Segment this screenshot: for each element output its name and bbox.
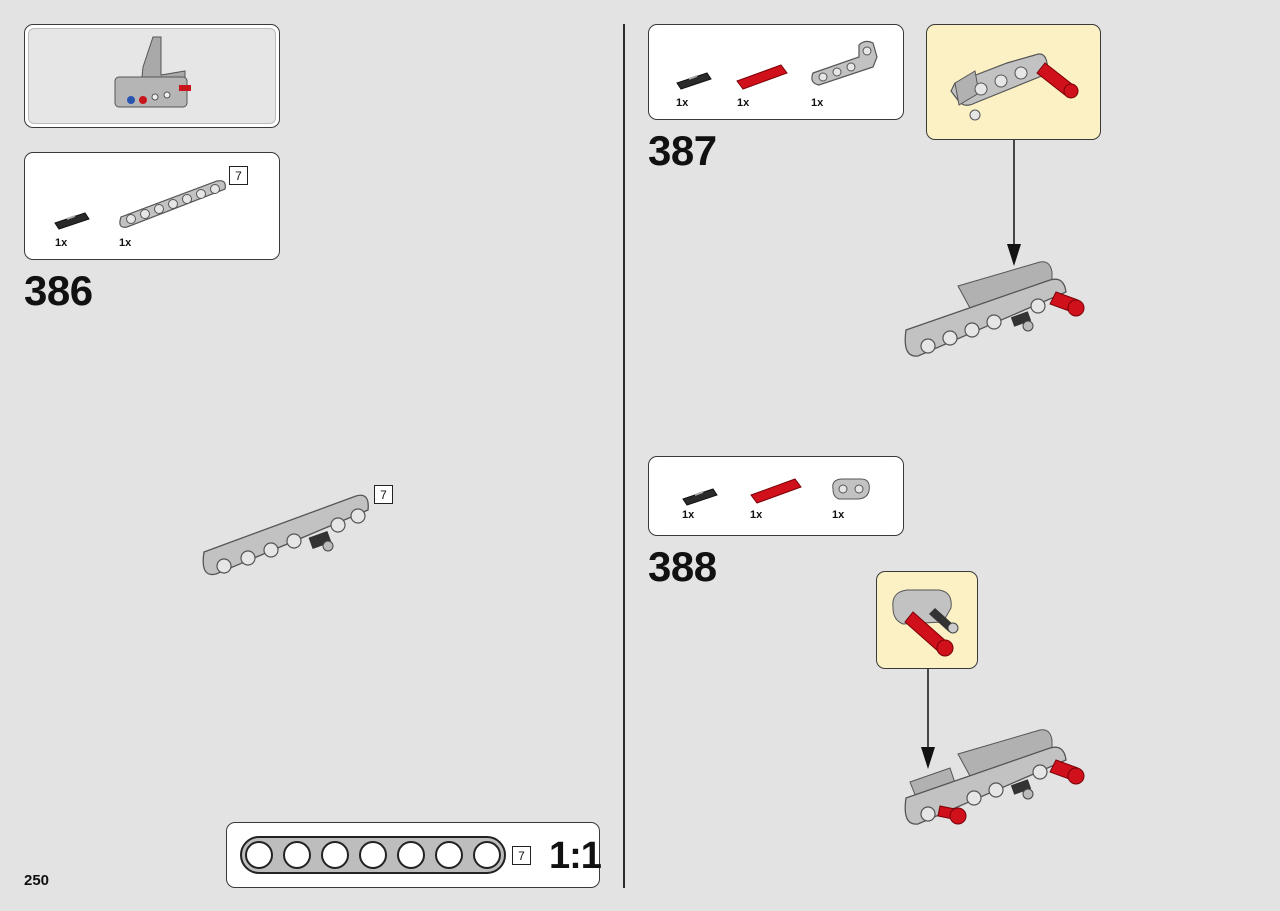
part-qty: 1x — [682, 509, 695, 521]
parts-list-386: 1x 1x 7 — [24, 152, 280, 260]
parts-list-387: 1x 1x 1x — [648, 24, 904, 120]
liftarm-assembly-386-icon — [202, 494, 369, 576]
part-qty: 1x — [832, 509, 845, 521]
step-number: 388 — [648, 543, 717, 590]
red-axle-icon — [750, 478, 802, 504]
black-axle-pin-icon — [676, 72, 712, 90]
liftarm-with-axles-icon — [892, 589, 959, 657]
step-number: 386 — [24, 267, 93, 314]
length-indicator: 7 — [374, 485, 393, 504]
subassembly-callout-388 — [876, 571, 978, 669]
scale-ruler-box: 7 1:1 — [226, 822, 602, 888]
attach-arrow-388 — [921, 669, 935, 769]
part-qty: 1x — [811, 97, 824, 109]
subassembly-callout-387 — [926, 24, 1101, 140]
scale-label: 1:1 — [549, 835, 602, 877]
liftarm-7-ruler-icon — [240, 836, 506, 874]
step-number: 387 — [648, 127, 717, 174]
black-axle-pin-icon — [682, 488, 718, 506]
part-qty: 1x — [119, 237, 132, 249]
red-axle-icon — [736, 64, 788, 90]
black-axle-pin-icon — [54, 212, 90, 230]
page-divider — [623, 24, 625, 888]
part-qty: 1x — [750, 509, 763, 521]
submodel-preview-box — [24, 24, 280, 128]
assembly-387-icon — [904, 261, 1085, 357]
attach-arrow-387 — [1007, 140, 1021, 266]
part-qty: 1x — [55, 237, 68, 249]
gray-bent-liftarm-icon — [811, 40, 878, 86]
page-number: 250 — [24, 872, 50, 889]
bent-liftarm-with-axle-icon — [950, 53, 1079, 121]
part-qty: 1x — [676, 97, 689, 109]
length-indicator: 7 — [512, 846, 531, 865]
gray-liftarm-7-icon — [119, 180, 226, 228]
assembly-388-icon — [904, 729, 1085, 825]
part-qty: 1x — [737, 97, 750, 109]
gray-liftarm-2-icon — [832, 478, 870, 500]
parts-list-388: 1x 1x 1x — [648, 456, 904, 536]
seat-submodel-icon — [114, 36, 191, 108]
length-indicator: 7 — [229, 166, 248, 185]
